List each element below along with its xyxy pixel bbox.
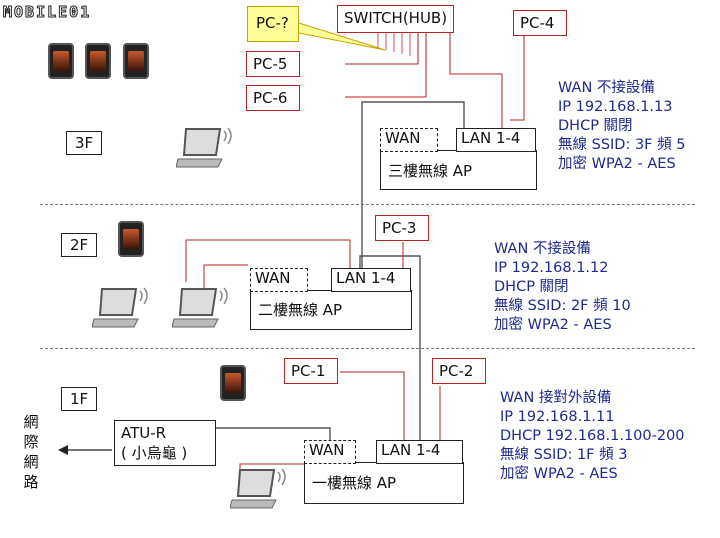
atu-to-wan-cable xyxy=(216,427,331,440)
ap-3f-settings: WAN 不接設備 IP 192.168.1.13 DHCP 關閉 無線 SSID… xyxy=(558,80,686,172)
floor-separator-2f-1f xyxy=(40,348,695,349)
atu-r-modem: ATU-R ( 小烏龜 ) xyxy=(114,420,216,466)
floor-label-2f: 2F xyxy=(61,233,98,257)
ap-1f-lan-port: LAN 1-4 xyxy=(376,440,463,464)
pc4: PC-4 xyxy=(513,10,567,36)
atu-r-name: ATU-R xyxy=(121,424,167,442)
ap-2f-wan-port: WAN xyxy=(250,268,308,292)
phone-icon xyxy=(85,43,111,79)
pc5: PC-5 xyxy=(246,51,300,77)
ap-1f xyxy=(304,462,464,504)
floor-separator-3f-2f xyxy=(40,204,695,205)
switch-port-lines xyxy=(377,32,411,56)
phone-icon xyxy=(118,221,144,257)
pc1-cable xyxy=(340,371,405,440)
laptop-icon xyxy=(92,287,148,328)
laptop-icon xyxy=(230,468,286,509)
internet-arrow-head xyxy=(58,445,68,455)
pc6: PC-6 xyxy=(246,85,300,111)
site-logo: MOBILE01 xyxy=(2,3,92,22)
floor-label-3f: 3F xyxy=(66,131,103,155)
phone-icon xyxy=(220,365,246,401)
switch-to-ap3-line xyxy=(449,32,503,128)
ap-2f-settings: WAN 不接設備 IP 192.168.1.12 DHCP 關閉 無線 SSID… xyxy=(494,241,631,333)
ap-3f-name: 三樓無線 AP xyxy=(388,162,473,180)
pc6-cable xyxy=(345,32,427,98)
ap-1f-settings: WAN 接對外設備 IP 192.168.1.11 DHCP 192.168.1… xyxy=(500,390,685,482)
pc5-cable xyxy=(345,32,419,65)
ap-2f xyxy=(250,290,412,330)
ap-1f-name: 一樓無線 AP xyxy=(312,474,397,492)
atu-r-nickname: ( 小烏龜 ) xyxy=(121,444,188,462)
laptop-icon xyxy=(176,127,232,168)
ap-2f-lan-port: LAN 1-4 xyxy=(331,268,411,292)
ap3-to-ap2-backbone xyxy=(361,101,465,268)
pc-unknown-callout: PC-? xyxy=(247,6,299,42)
pc3: PC-3 xyxy=(375,215,429,241)
laptop2b-cable xyxy=(203,264,248,290)
floor-label-1f: 1F xyxy=(61,387,98,411)
ap-3f-wan-port: WAN xyxy=(380,128,438,152)
internet-label: 網 際 網 路 xyxy=(23,413,39,491)
laptop2a-cable xyxy=(185,239,351,282)
phone-icon xyxy=(123,43,149,79)
pc1: PC-1 xyxy=(284,358,338,384)
ap-3f-lan-port: LAN 1-4 xyxy=(456,128,536,152)
pc4-cable xyxy=(510,36,525,121)
laptop-icon xyxy=(172,287,228,328)
ap-1f-wan-port: WAN xyxy=(304,440,356,464)
switch-hub: SWITCH(HUB) xyxy=(337,5,455,33)
ap-2f-name: 二樓無線 AP xyxy=(258,301,343,319)
pc2: PC-2 xyxy=(432,358,486,384)
phone-icon xyxy=(48,43,74,79)
